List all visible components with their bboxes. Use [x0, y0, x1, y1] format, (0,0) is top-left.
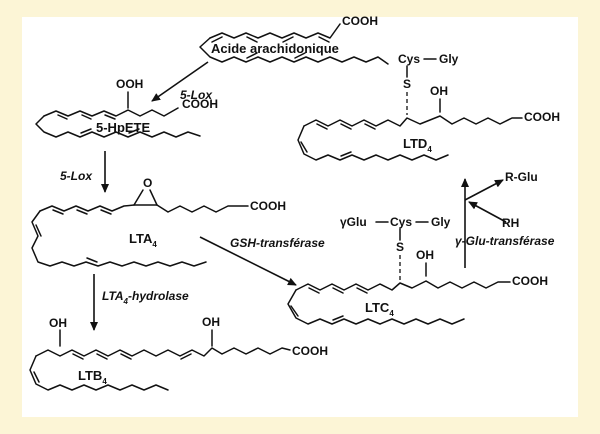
- gly-label-ltc4: Gly: [431, 215, 451, 229]
- ltd4-structure: [297, 98, 523, 161]
- ltc4-structure: [287, 262, 511, 325]
- arrow-lta4-to-ltc4: [199, 236, 297, 286]
- rh-label: RH: [502, 216, 519, 230]
- sulfur-label-ltc4: S: [396, 240, 404, 254]
- cys-label-ltd4: Cys: [398, 52, 420, 66]
- enzyme-gsh-transferase: GSH-transférase: [230, 236, 325, 250]
- lta4-structure: [31, 189, 249, 267]
- enzyme-5-lox-1: 5-Lox: [180, 88, 213, 102]
- enzyme-gamma-glu-transferase: γ-Glu-transférase: [455, 234, 555, 248]
- hpete-label: 5-HpETE: [96, 120, 151, 135]
- hydroxyl-label-c5: OH: [49, 316, 67, 330]
- cooh-label: COOH: [182, 97, 218, 111]
- sulfur-label-ltd4: S: [403, 77, 411, 91]
- gamma-glu-label: γGlu: [340, 215, 367, 229]
- cooh-label: COOH: [342, 14, 378, 28]
- ltc4-label: LTC4: [365, 300, 394, 318]
- hpete-structure: [35, 107, 201, 138]
- arrow-rh-in: [468, 201, 507, 223]
- arachidonic-acid-label: Acide arachidonique: [211, 41, 339, 56]
- ltb4-label: LTB4: [78, 368, 107, 386]
- cooh-label: COOH: [250, 199, 286, 213]
- cooh-label: COOH: [524, 110, 560, 124]
- arachidonic-acid-structure: [199, 23, 389, 65]
- hydroxyl-label-c12: OH: [202, 315, 220, 329]
- cooh-label: COOH: [512, 274, 548, 288]
- arrow-arachidonic-to-hpete: [151, 61, 209, 102]
- hydroxyl-label-ltc4: OH: [416, 248, 434, 262]
- cooh-label: COOH: [292, 344, 328, 358]
- cys-label-ltc4: Cys: [390, 215, 412, 229]
- enzyme-lta4-hydrolase: LTA4-hydrolase: [102, 289, 189, 306]
- r-glu-label: R-Glu: [505, 170, 538, 184]
- epoxide-oxygen-label: O: [143, 176, 152, 190]
- ltd4-label: LTD4: [403, 136, 432, 154]
- gly-label-ltd4: Gly: [439, 52, 459, 66]
- enzyme-5-lox-2: 5-Lox: [60, 169, 93, 183]
- arrow-r-glu-out: [464, 179, 504, 201]
- ltb4-structure: [29, 329, 291, 391]
- lta4-label: LTA4: [129, 231, 157, 249]
- hydroxyl-label-ltd4: OH: [430, 84, 448, 98]
- figure-panel: [22, 17, 578, 417]
- ooh-label: OOH: [116, 77, 143, 91]
